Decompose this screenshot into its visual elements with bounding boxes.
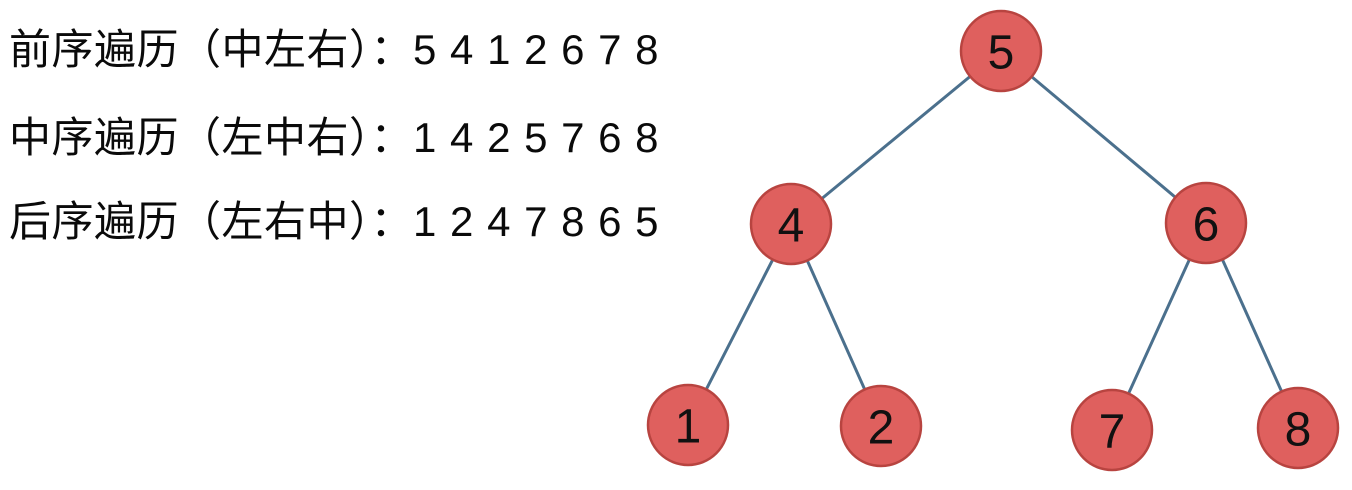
tree-edge-5-6 [1000, 49, 1207, 225]
tree-node-6: 6 [1164, 181, 1248, 265]
tree-node-value: 7 [1099, 405, 1126, 458]
traversal-inorder-label: 中序遍历（左中右）： [9, 114, 414, 161]
tree-node-value: 4 [778, 199, 805, 252]
tree-node-value: 2 [868, 401, 895, 454]
tree-node-circle [1256, 386, 1340, 470]
tree-node-8: 8 [1256, 386, 1340, 470]
tree-node-1: 1 [646, 383, 730, 467]
traversal-line-preorder: 前序遍历（中左右）：5 4 1 2 6 7 8 [9, 29, 660, 71]
traversal-inorder-sequence: 1 4 2 5 7 6 8 [413, 114, 660, 161]
tree-node-7: 7 [1070, 388, 1154, 472]
traversal-line-postorder: 后序遍历（左右中）：1 2 4 7 8 6 5 [9, 201, 660, 243]
traversal-preorder-sequence: 5 4 1 2 6 7 8 [413, 26, 660, 73]
tree-node-circle [839, 384, 923, 468]
tree-node-4: 4 [749, 182, 833, 266]
traversal-list: 前序遍历（中左右）：5 4 1 2 6 7 8 中序遍历（左中右）：1 4 2 … [0, 0, 700, 300]
tree-node-value: 5 [988, 26, 1015, 79]
tree-node-value: 8 [1285, 403, 1312, 456]
tree-node-value: 1 [675, 400, 702, 453]
traversal-line-inorder: 中序遍历（左中右）：1 4 2 5 7 6 8 [9, 117, 660, 159]
tree-node-circle [646, 383, 730, 467]
traversal-postorder-sequence: 1 2 4 7 8 6 5 [413, 198, 660, 245]
tree-node-2: 2 [839, 384, 923, 468]
tree-node-circle [1070, 388, 1154, 472]
tree-node-circle [959, 9, 1043, 93]
traversal-preorder-label: 前序遍历（中左右）： [9, 26, 414, 73]
tree-node-5: 5 [959, 9, 1043, 93]
tree-node-circle [1164, 181, 1248, 265]
tree-node-value: 6 [1193, 198, 1220, 251]
tree-edge-5-4 [790, 49, 1002, 226]
traversal-postorder-label: 后序遍历（左右中）： [9, 198, 414, 245]
tree-node-circle [749, 182, 833, 266]
